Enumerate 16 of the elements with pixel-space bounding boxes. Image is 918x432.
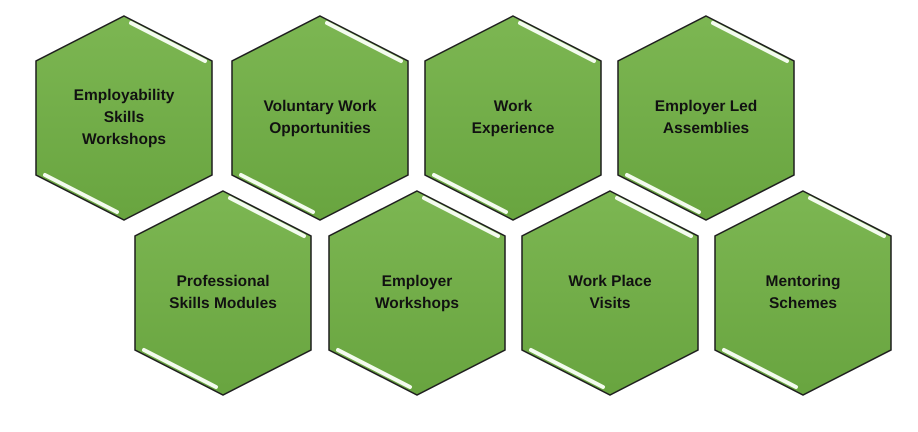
hexagon-shape: [231, 15, 409, 221]
hexagon-shape: [35, 15, 213, 221]
hexagon-shape: [714, 190, 892, 396]
hexagon-shape: [617, 15, 795, 221]
hexagon-label: Voluntary Work Opportunities: [262, 97, 378, 139]
hexagon-label: Employability Skills Workshops: [72, 86, 176, 150]
hexagon-label: Mentoring Schemes: [764, 272, 842, 314]
hexagon-label: Professional Skills Modules: [168, 272, 278, 314]
hexagon-shape: [424, 15, 602, 221]
hexagon-label: Work Experience: [470, 97, 556, 139]
hexagon-shape: [521, 190, 699, 396]
hexagon-shape: [134, 190, 312, 396]
hexagon-label: Work Place Visits: [567, 272, 653, 314]
hexagon-shape: [328, 190, 506, 396]
hexagon-label: Employer Led Assemblies: [654, 97, 758, 139]
hexagon-label: Employer Workshops: [374, 272, 460, 314]
